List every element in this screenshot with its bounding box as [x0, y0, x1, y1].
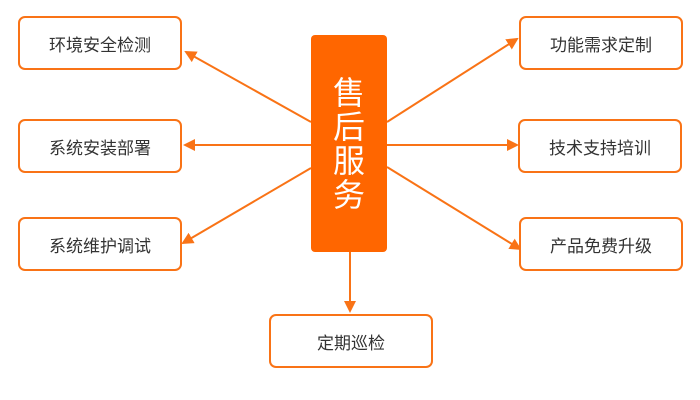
arrow-to-upgrade [386, 166, 522, 251]
node-inspection: 定期巡检 [269, 314, 433, 368]
center-label: 售后服务 [332, 73, 365, 214]
center-node-after-sales: 售后服务 [311, 35, 387, 252]
node-label: 产品免费升级 [550, 236, 652, 257]
node-label: 环境安全检测 [49, 35, 151, 56]
node-support: 技术支持培训 [518, 119, 682, 173]
node-label: 技术支持培训 [549, 138, 651, 159]
node-maintenance: 系统维护调试 [18, 217, 182, 271]
arrow-to-maintenance [181, 167, 312, 245]
node-install: 系统安装部署 [18, 119, 182, 173]
node-env-check: 环境安全检测 [18, 16, 182, 70]
node-label: 功能需求定制 [550, 35, 652, 56]
node-upgrade: 产品免费升级 [519, 217, 683, 271]
node-label: 系统安装部署 [49, 138, 151, 159]
node-label: 系统维护调试 [49, 236, 151, 257]
arrow-to-customization [386, 37, 519, 123]
node-customization: 功能需求定制 [519, 16, 683, 70]
node-label: 定期巡检 [317, 333, 385, 354]
arrow-to-env-check [184, 51, 312, 123]
